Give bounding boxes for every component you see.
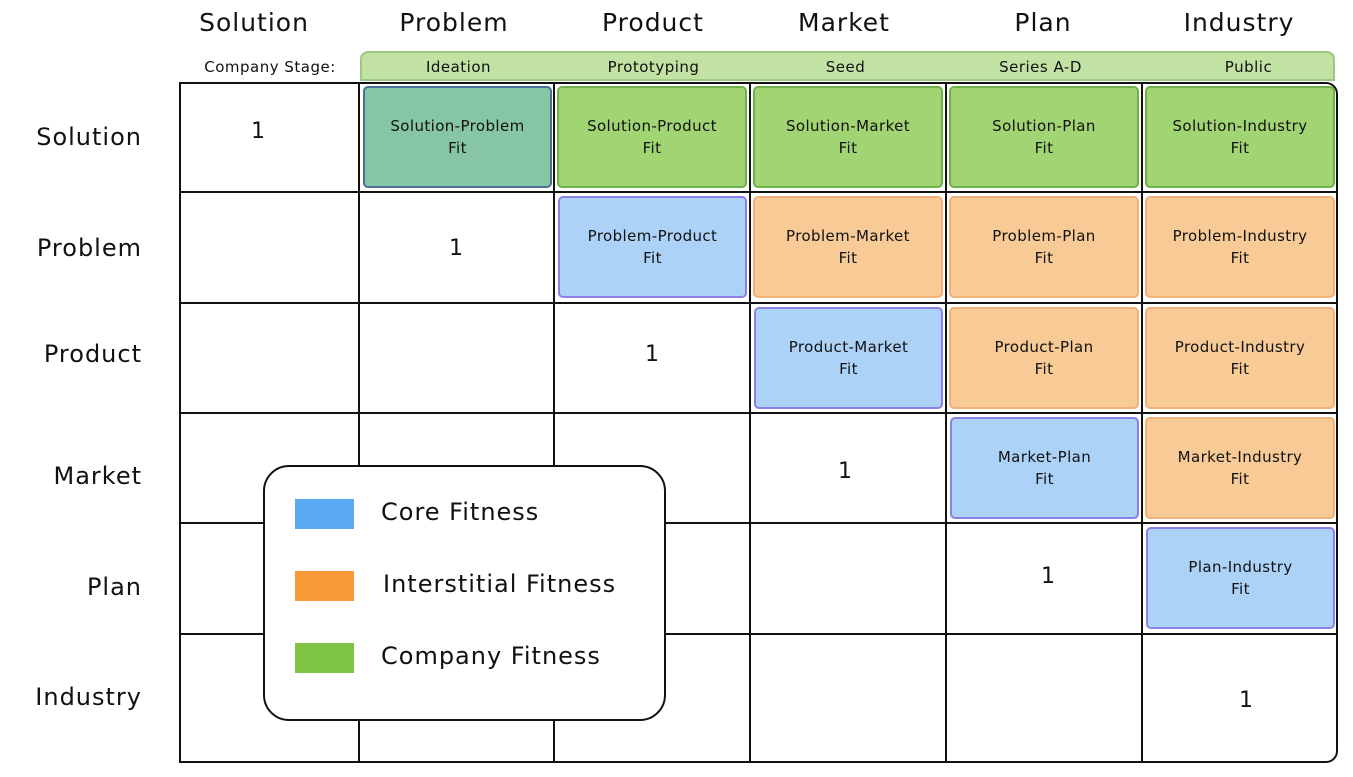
legend: Core Fitness Interstitial Fitness Compan… <box>263 465 666 721</box>
legend-label-interstitial: Interstitial Fitness <box>383 570 617 598</box>
grid-line <box>358 82 360 763</box>
legend-label-company: Company Fitness <box>381 642 601 670</box>
company-stage-bar <box>360 51 1335 81</box>
legend-label-core: Core Fitness <box>381 498 540 526</box>
grid-line <box>1141 82 1143 763</box>
fitness-matrix-grid <box>179 82 1338 763</box>
diagonal-value-problem: 1 <box>449 236 463 261</box>
cell-title: Solution-Plan <box>992 117 1096 135</box>
diagonal-value-industry: 1 <box>1239 688 1253 713</box>
cell-subtitle: Fit <box>1230 470 1250 488</box>
cell-subtitle: Fit <box>838 139 858 157</box>
cell-title: Product-Industry <box>1174 338 1306 356</box>
cell-title: Market-Plan <box>997 448 1092 466</box>
cell-subtitle: Fit <box>1035 470 1054 488</box>
stage-public: Public <box>1224 58 1273 76</box>
cell-subtitle: Fit <box>1231 580 1250 598</box>
cell-title: Product-Plan <box>994 338 1094 356</box>
row-header-plan: Plan <box>86 573 142 601</box>
row-header-problem: Problem <box>36 234 142 262</box>
grid-line <box>179 191 1338 193</box>
cell-subtitle: Fit <box>1034 139 1054 157</box>
grid-line <box>749 82 751 763</box>
stage-series-a-d: Series A-D <box>999 58 1082 76</box>
row-header-solution: Solution <box>36 123 142 151</box>
cell-subtitle: Fit <box>1230 139 1250 157</box>
legend-swatch-company <box>295 643 354 673</box>
cell-title: Solution-Industry <box>1172 117 1308 135</box>
stage-prototyping: Prototyping <box>607 58 700 76</box>
grid-line <box>179 633 1338 635</box>
diagonal-value-product: 1 <box>645 342 659 367</box>
cell-title: Problem-Product <box>587 227 718 245</box>
cell-subtitle: Fit <box>1230 360 1250 378</box>
cell-subtitle: Fit <box>1230 249 1250 267</box>
stage-ideation: Ideation <box>425 58 492 76</box>
company-stage-label: Company Stage: <box>204 58 336 76</box>
cell-subtitle: Fit <box>643 249 662 267</box>
cell-subtitle: Fit <box>838 249 858 267</box>
grid-line <box>553 82 555 763</box>
cell-subtitle: Fit <box>642 139 662 157</box>
column-header-plan: Plan <box>1014 8 1072 37</box>
cell-title: Problem-Plan <box>992 227 1096 245</box>
column-header-industry: Industry <box>1183 8 1295 37</box>
column-header-product: Product <box>602 8 704 37</box>
grid-line <box>179 522 1338 524</box>
cell-title: Market-Industry <box>1177 448 1303 466</box>
grid-line <box>179 302 1338 304</box>
row-header-product: Product <box>43 340 142 368</box>
column-header-market: Market <box>798 8 890 37</box>
cell-title: Problem-Industry <box>1172 227 1308 245</box>
cell-subtitle: Fit <box>1034 249 1054 267</box>
legend-swatch-interstitial <box>295 571 354 601</box>
row-header-market: Market <box>53 462 142 490</box>
cell-title: Plan-Industry <box>1188 558 1293 576</box>
cell-subtitle: Fit <box>448 139 467 157</box>
grid-line <box>179 412 1338 414</box>
cell-title: Solution-Product <box>587 117 717 135</box>
cell-subtitle: Fit <box>839 360 858 378</box>
column-header-solution: Solution <box>199 8 309 37</box>
cell-subtitle: Fit <box>1034 360 1054 378</box>
diagonal-value-plan: 1 <box>1041 564 1055 589</box>
grid-line <box>945 82 947 763</box>
legend-swatch-core <box>295 499 354 529</box>
diagonal-value-market: 1 <box>838 459 852 484</box>
column-header-problem: Problem <box>399 8 509 37</box>
cell-title: Product-Market <box>788 338 909 356</box>
cell-title: Problem-Market <box>786 227 910 245</box>
diagonal-value-solution: 1 <box>251 119 265 144</box>
row-header-industry: Industry <box>35 683 142 711</box>
stage-seed: Seed <box>825 58 866 76</box>
cell-title: Solution-Market <box>785 117 911 135</box>
cell-title: Solution-Problem <box>390 117 525 135</box>
